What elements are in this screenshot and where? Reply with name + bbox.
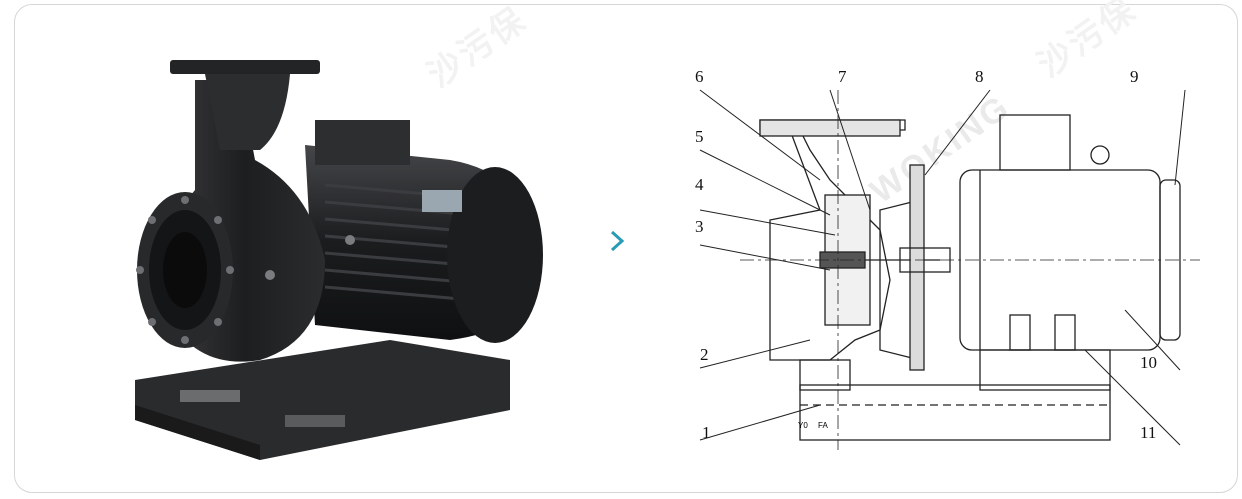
callout-1: 1 <box>702 423 711 442</box>
callout-9: 9 <box>1130 67 1139 86</box>
callout-11: 11 <box>1140 423 1156 442</box>
callout-3: 3 <box>695 217 704 236</box>
callout-5: 5 <box>695 127 704 146</box>
base-mark-fa: FA <box>818 421 828 430</box>
pump-sectional-drawing: Y0 FA 1 2 3 4 5 6 7 8 9 10 11 <box>695 67 1200 450</box>
callout-7: 7 <box>838 67 847 86</box>
callout-6: 6 <box>695 67 704 86</box>
callout-8: 8 <box>975 67 984 86</box>
base-mark-y0: Y0 <box>798 421 808 430</box>
pump-photo <box>135 60 543 460</box>
callout-10: 10 <box>1140 353 1157 372</box>
callout-4: 4 <box>695 175 704 194</box>
callout-2: 2 <box>700 345 709 364</box>
chevron-right-icon <box>604 228 630 254</box>
